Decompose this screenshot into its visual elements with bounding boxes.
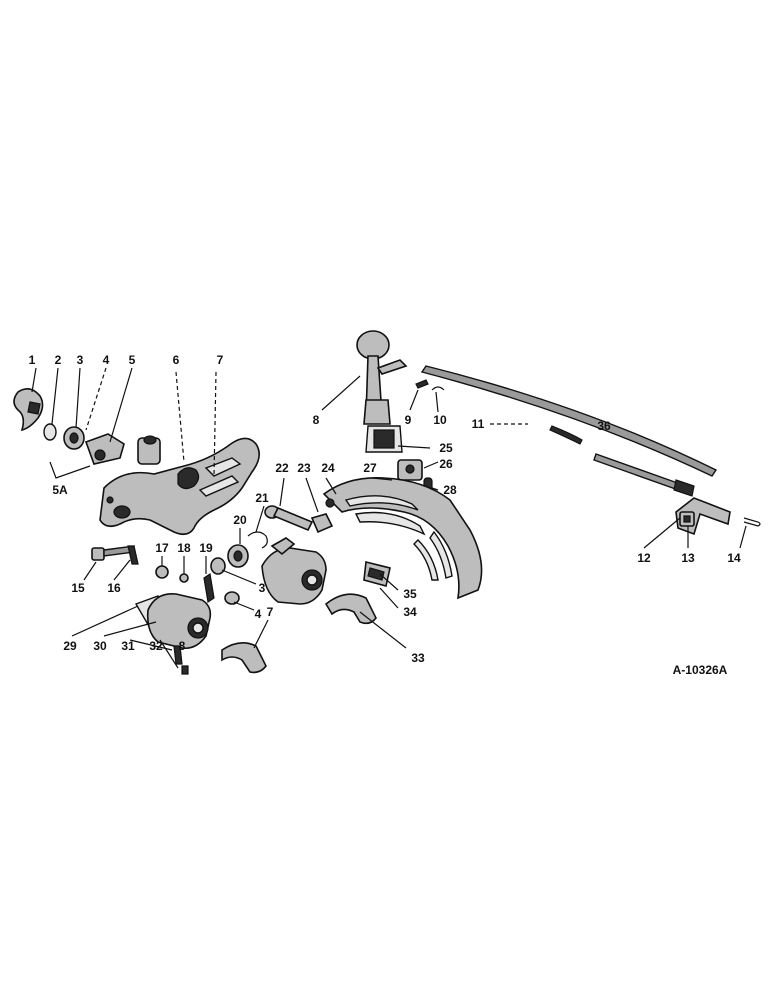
label-10: 10: [433, 413, 447, 427]
part-nut-2: [210, 557, 226, 575]
part-hose: [324, 593, 377, 625]
label-30: 30: [93, 639, 107, 653]
label-5a: 5A: [52, 483, 68, 497]
part-cotter-pin: [743, 517, 761, 527]
label-22: 22: [275, 461, 289, 475]
part-stud: [127, 545, 139, 565]
label-29: 29: [63, 639, 77, 653]
label-12: 12: [637, 551, 651, 565]
part-clip: [431, 386, 445, 391]
label-18: 18: [177, 541, 191, 555]
label-7: 7: [217, 353, 224, 367]
part-clamp: [363, 561, 391, 587]
label-2: 2: [55, 353, 62, 367]
part-housing-main: [99, 435, 260, 536]
label-11: 11: [472, 417, 485, 431]
part-bearing: [227, 544, 249, 568]
label-13: 13: [681, 551, 695, 565]
label-8: 8: [313, 413, 320, 427]
part-threaded-rod: [593, 453, 695, 497]
part-fitting: [84, 433, 125, 465]
label-28: 28: [443, 483, 457, 497]
part-block: [397, 459, 423, 481]
label-25: 25: [439, 441, 453, 455]
label-7b: 7: [267, 605, 274, 619]
label-20: 20: [233, 513, 247, 527]
label-6: 6: [173, 353, 180, 367]
part-housing-left: [146, 593, 212, 650]
part-nut-small: [679, 511, 695, 527]
label-32: 32: [149, 639, 163, 653]
part-screw: [173, 645, 183, 665]
part-link-lever: [264, 505, 334, 534]
label-27: 27: [363, 461, 377, 475]
label-4: 4: [103, 353, 110, 367]
label-24: 24: [321, 461, 335, 475]
label-15: 15: [71, 581, 85, 595]
label-14: 14: [727, 551, 741, 565]
leader-lines: [31, 367, 747, 669]
label-5: 5: [129, 353, 136, 367]
part-housing-lower: [261, 537, 327, 605]
label-21: 21: [255, 491, 269, 505]
drawing-code: A-10326A: [673, 663, 728, 677]
label-17: 17: [155, 541, 169, 555]
label-16: 16: [107, 581, 121, 595]
part-ball-small: [179, 573, 189, 583]
label-36: 36: [597, 419, 611, 433]
label-1: 1: [29, 353, 36, 367]
part-washer: [43, 423, 57, 441]
part-elbow: [221, 642, 267, 674]
part-shift-lever: [356, 330, 408, 453]
label-3b: 3: [259, 581, 266, 595]
label-23: 23: [297, 461, 311, 475]
label-19: 19: [199, 541, 213, 555]
part-plug: [224, 591, 240, 605]
part-bolt: [91, 545, 135, 561]
label-4b: 4: [255, 607, 262, 621]
label-35: 35: [403, 587, 417, 601]
part-shift-gate: [322, 477, 483, 600]
part-ball: [155, 565, 169, 579]
label-3: 3: [77, 353, 84, 367]
part-wing-nut: [13, 388, 44, 432]
label-33: 33: [411, 651, 425, 665]
part-shift-rod: [420, 365, 718, 477]
label-26: 26: [439, 457, 453, 471]
part-pin: [415, 379, 429, 389]
label-31: 31: [121, 639, 135, 653]
part-screw-small: [181, 665, 189, 675]
label-34: 34: [403, 605, 417, 619]
part-spring: [203, 572, 215, 604]
label-9: 9: [405, 413, 412, 427]
label-8b: 8: [179, 639, 186, 653]
part-snap-ring: [247, 531, 268, 549]
part-nut: [63, 426, 85, 450]
